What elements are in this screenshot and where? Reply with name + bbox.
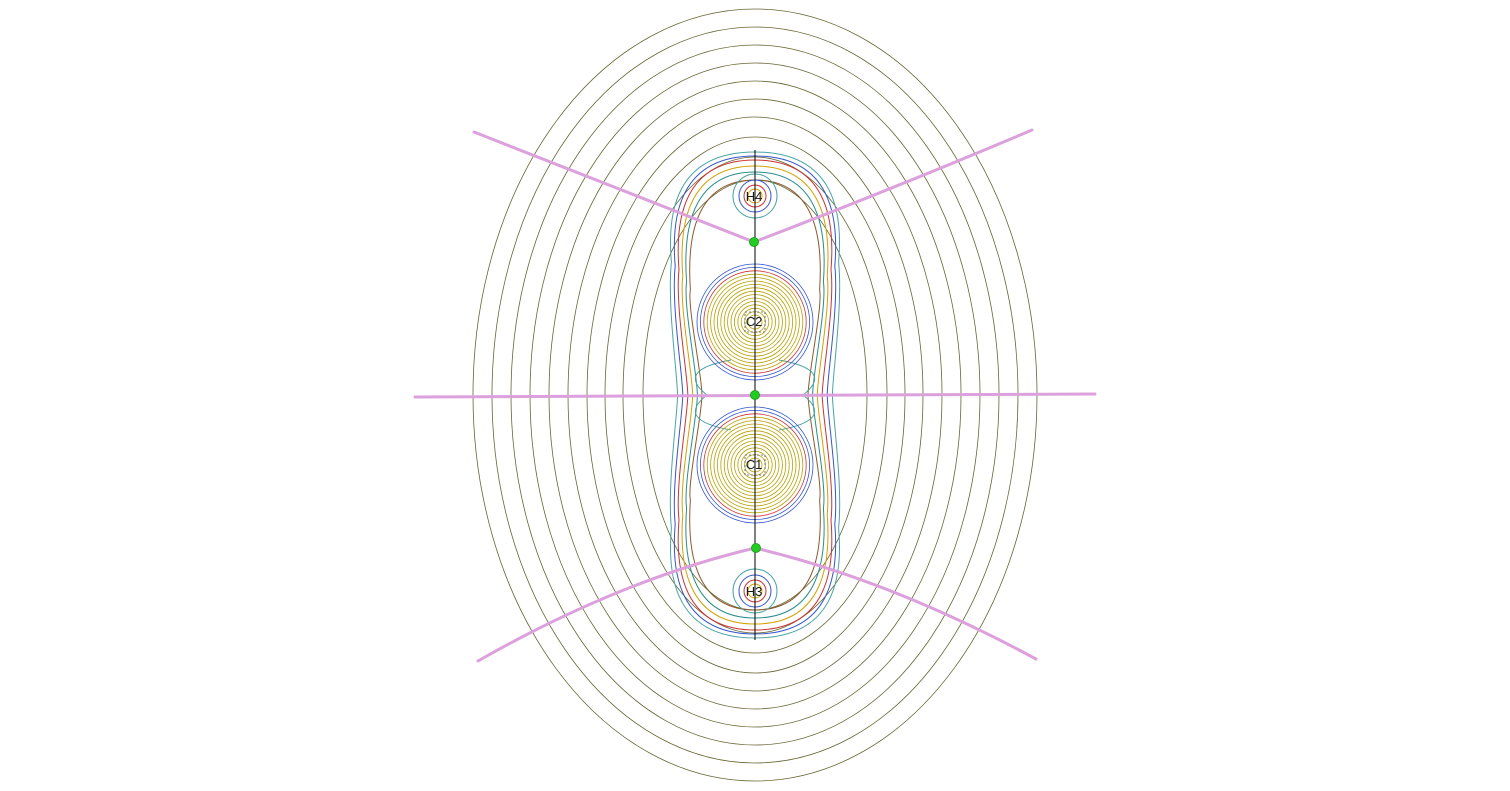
- nuclear-critical-point-box: [744, 454, 766, 476]
- inner-contour: [778, 394, 816, 431]
- atom-label-h3: H3: [746, 584, 763, 599]
- atom-label-h4: H4: [746, 189, 763, 204]
- bond-critical-point: [749, 237, 759, 247]
- inner-contour: [694, 359, 732, 396]
- bond-critical-points: [744, 237, 766, 553]
- bond-critical-point: [751, 543, 761, 553]
- atom-label-c1: C1: [746, 457, 763, 472]
- atom-labels: H4 C2 C1 H3: [746, 189, 763, 599]
- inner-contour: [778, 359, 816, 396]
- inner-contour: [694, 394, 732, 431]
- atom-label-c2: C2: [746, 314, 763, 329]
- nuclear-critical-point-box: [744, 311, 766, 333]
- bond-critical-point: [750, 390, 760, 400]
